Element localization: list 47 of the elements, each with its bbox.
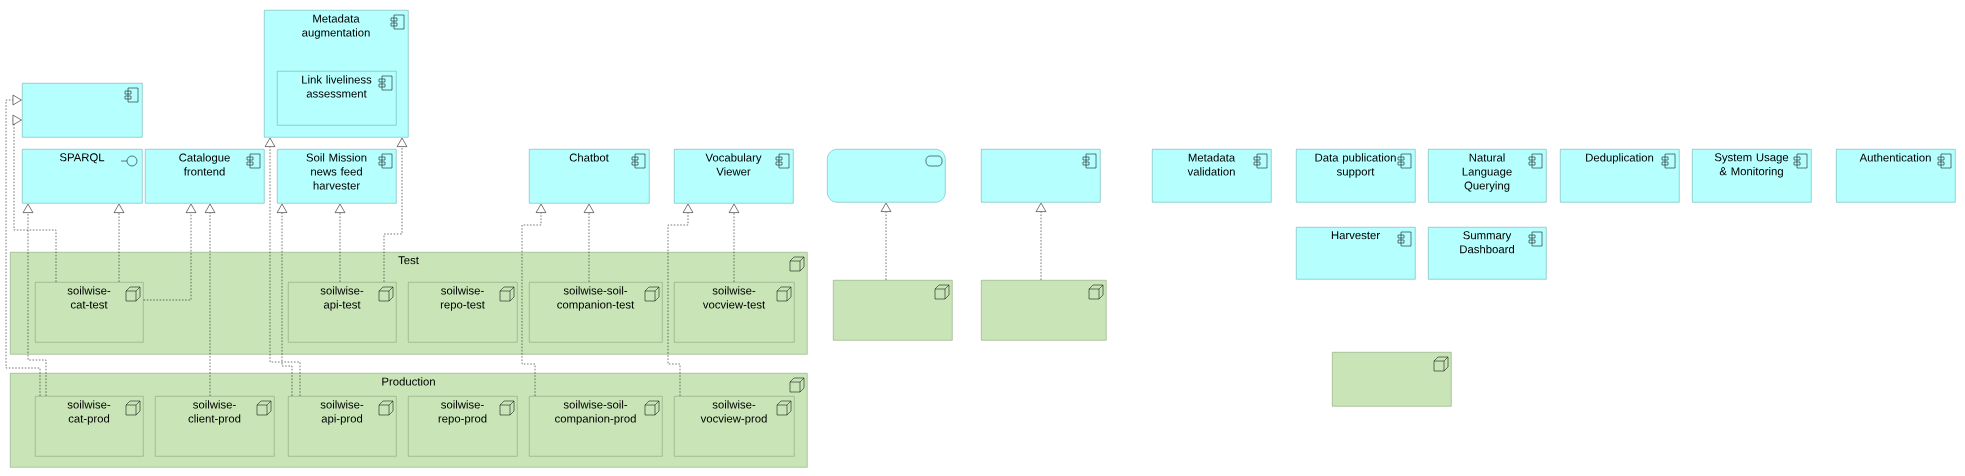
arrow <box>204 203 216 397</box>
device-node-box: soilwise-cat-prod <box>35 396 144 457</box>
component-box: Catalogue frontend <box>145 149 265 204</box>
component-box: System Usage & Monitoring <box>1692 149 1812 203</box>
component-box: Soil Mission news feed harvester <box>277 149 397 204</box>
component-box: Data publication support <box>1296 149 1416 203</box>
device-node-box: soilwise-vocview-test <box>674 282 795 343</box>
arrow <box>5 94 41 397</box>
arrow <box>583 203 595 283</box>
component-box: Deduplication <box>1560 149 1680 203</box>
device-node-box: soilwise-api-prod <box>288 396 397 457</box>
arrow <box>276 203 293 397</box>
arrow <box>264 137 301 397</box>
device-node-box: soilwise-soil-companion-prod <box>529 396 663 457</box>
arrow <box>667 203 694 397</box>
arrow <box>880 202 892 281</box>
component-box: Natural Language Querying <box>1428 149 1547 203</box>
service-box <box>827 149 946 203</box>
device-node-box: soilwise-client-prod <box>155 396 275 457</box>
component-box: Link liveliness assessment <box>277 71 397 126</box>
component-box: Chatbot <box>529 149 650 204</box>
component-box: Authentication <box>1836 149 1956 203</box>
device-node-box: soilwise-repo-prod <box>408 396 518 457</box>
component-box <box>981 149 1101 203</box>
arrow <box>728 203 740 283</box>
device-node-box <box>1332 352 1452 407</box>
device-node-box <box>981 280 1107 341</box>
device-node-box: soilwise-repo-test <box>408 282 518 343</box>
component-box: Vocabulary Viewer <box>674 149 794 204</box>
component-box: Metadata validation <box>1152 149 1272 203</box>
device-node-box: soilwise-api-test <box>288 282 397 343</box>
device-node-box: soilwise-vocview-prod <box>674 396 795 457</box>
device-node-box <box>833 280 953 341</box>
arrow <box>1035 202 1047 281</box>
device-node-box: soilwise-soil-companion-test <box>529 282 663 343</box>
component-box: Summary Dashboard <box>1428 227 1547 280</box>
arrow <box>521 203 547 397</box>
interface-box: SPARQL <box>22 149 143 204</box>
component-box: Harvester <box>1296 227 1416 280</box>
arrow <box>383 137 408 283</box>
arrow <box>12 114 57 283</box>
device-node-box: soilwise-cat-test <box>35 282 144 343</box>
arrow <box>113 203 125 283</box>
arrow <box>22 203 47 397</box>
arrow <box>143 203 197 301</box>
component-box <box>22 83 143 138</box>
arrow <box>334 203 346 283</box>
